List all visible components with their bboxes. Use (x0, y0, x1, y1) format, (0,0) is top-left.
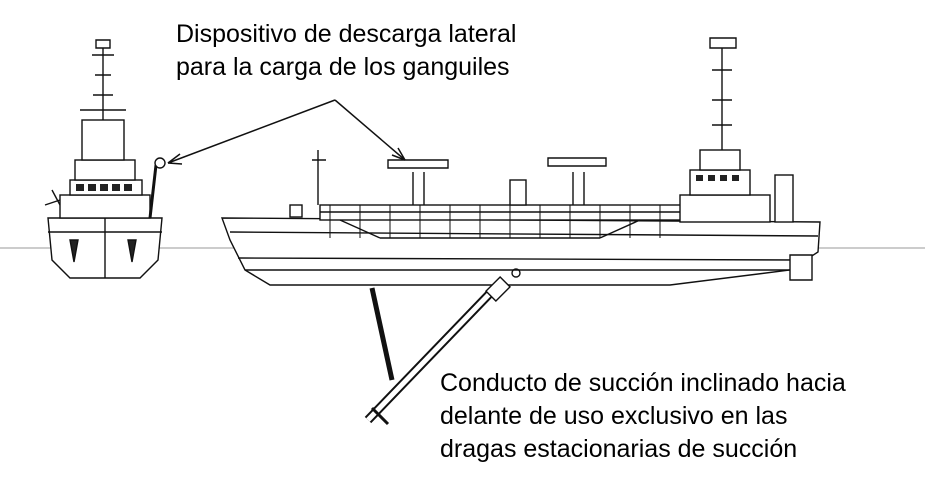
suction-pipe (364, 275, 512, 426)
discharge-device-label: Dispositivo de descarga lateral para la … (176, 18, 516, 84)
label-line: dragas estacionarias de succión (440, 435, 798, 463)
label-line: Dispositivo de descarga lateral (176, 20, 517, 48)
suction-pipe-label: Conducto de succión inclinado hacia dela… (440, 367, 846, 466)
label-line: delante de uso exclusivo en las (440, 402, 788, 430)
front-view-ship (44, 39, 166, 279)
label-line: Conducto de succión inclinado hacia (440, 369, 846, 397)
side-view-ship (220, 37, 821, 286)
label-line: para la carga de los ganguiles (176, 53, 510, 81)
callout-arrows (167, 99, 406, 165)
